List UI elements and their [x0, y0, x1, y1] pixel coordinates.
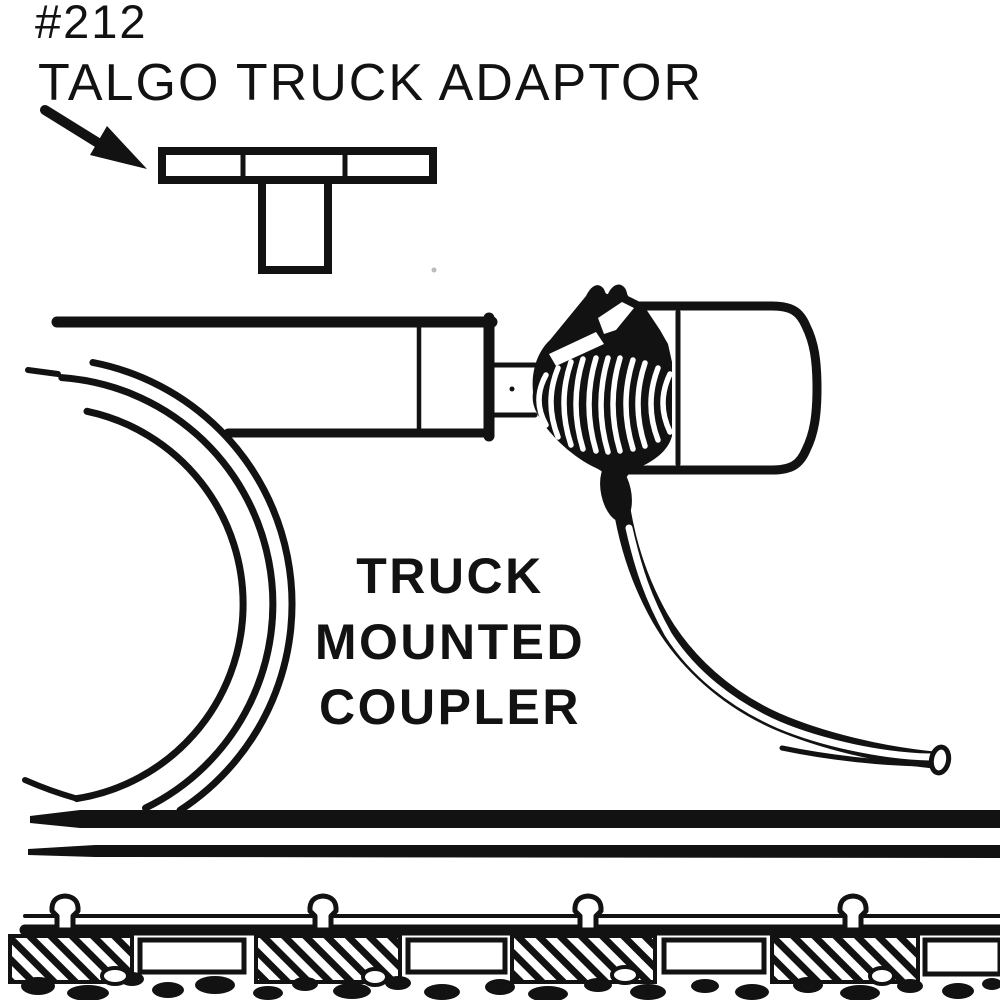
track-cross-section	[8, 893, 1000, 1000]
spring-coil	[660, 371, 673, 435]
ballast-rock	[840, 985, 880, 1000]
ballast-rock	[424, 984, 460, 1000]
caption: TRUCK MOUNTED COUPLER	[315, 548, 585, 735]
tie-hatched	[770, 934, 920, 984]
hose-shading	[779, 745, 923, 767]
wheel-rim-tail-top	[25, 367, 61, 377]
ballast-rock	[195, 976, 235, 994]
spring-coil	[586, 355, 599, 454]
part-name-label: TALGO TRUCK ADAPTOR	[38, 54, 703, 112]
wheel-outer-rim-arc	[89, 359, 296, 814]
spike	[49, 893, 81, 933]
caption-line-1: TRUCK	[356, 548, 543, 604]
coupler-assembly	[489, 284, 822, 500]
spring-coil	[623, 357, 636, 452]
ballast-rock	[942, 983, 974, 999]
wheel-inner-rim-arc	[73, 407, 247, 803]
ballast-rock	[982, 978, 1000, 990]
ballast-rock	[253, 986, 283, 1000]
ballast-rock-light	[868, 966, 896, 986]
ballast-rock	[292, 977, 318, 991]
rail-spikes	[49, 893, 869, 933]
spring-coil	[610, 355, 623, 454]
tie-gap-block	[922, 937, 1000, 977]
ballast-rock	[735, 984, 769, 1000]
talgo-adaptor-part	[158, 147, 437, 274]
track-ties	[8, 934, 1000, 984]
spike	[307, 893, 339, 933]
print-speck	[431, 267, 437, 273]
caption-line-3: COUPLER	[319, 679, 581, 735]
rails-side-view	[28, 810, 1000, 858]
ballast-rock	[485, 979, 515, 995]
ballast-rock	[897, 979, 923, 993]
ballast-rock	[584, 978, 612, 992]
arrow-pointer-icon	[40, 105, 147, 169]
spring-coil	[648, 365, 661, 443]
spring-coil	[536, 372, 549, 428]
wheel-middle-rim-arc	[58, 374, 277, 812]
spike	[572, 893, 604, 933]
arrow-shaft	[40, 105, 108, 151]
shank-pivot-dot	[509, 386, 515, 392]
spike	[837, 893, 869, 933]
coupler-spring	[536, 355, 673, 455]
hose-mount	[600, 462, 632, 522]
spring-coil	[548, 365, 561, 440]
caption-line-2: MOUNTED	[315, 614, 585, 670]
ballast-rock	[385, 976, 411, 990]
adaptor-stem	[258, 176, 332, 274]
ballast-rock	[333, 983, 371, 999]
adaptor-callout: #212 TALGO TRUCK ADAPTOR	[35, 0, 703, 274]
wheel-rim-tail-bottom	[22, 777, 80, 802]
adaptor-bar	[158, 147, 437, 184]
near-rail	[30, 810, 1000, 828]
ballast-rock	[793, 977, 823, 993]
truck-frame-arm	[51, 312, 498, 442]
ballast-rock	[630, 984, 666, 1000]
ballast-rock	[691, 979, 719, 993]
tie-gap-block	[137, 937, 247, 975]
tie-gap-block	[661, 937, 767, 975]
ballast-rock-light	[100, 966, 130, 986]
ballast-rock-light	[361, 967, 389, 987]
ballast-rock	[67, 985, 109, 1000]
box-lid-highlight	[549, 332, 604, 366]
hose-outline	[608, 463, 943, 769]
spring-coil	[561, 359, 574, 448]
truck-wheel	[22, 359, 296, 814]
ballast-rock	[528, 986, 568, 1000]
hose-end-cap	[928, 744, 952, 776]
far-rail	[28, 845, 1000, 858]
spring-coil	[598, 355, 611, 455]
tie-gap-block	[405, 937, 508, 975]
ballast-rock-light	[610, 965, 640, 985]
hose-inner-highlight	[625, 524, 934, 761]
ballast-rock	[152, 982, 184, 998]
box-top-highlight	[598, 302, 634, 334]
ballast	[21, 965, 1000, 1000]
part-number-label: #212	[35, 0, 148, 48]
ballast-rock	[21, 977, 55, 995]
spring-coil	[635, 360, 648, 449]
spring-coil	[573, 356, 586, 452]
trip-pin-hose	[600, 462, 952, 776]
arrow-head	[90, 126, 147, 169]
